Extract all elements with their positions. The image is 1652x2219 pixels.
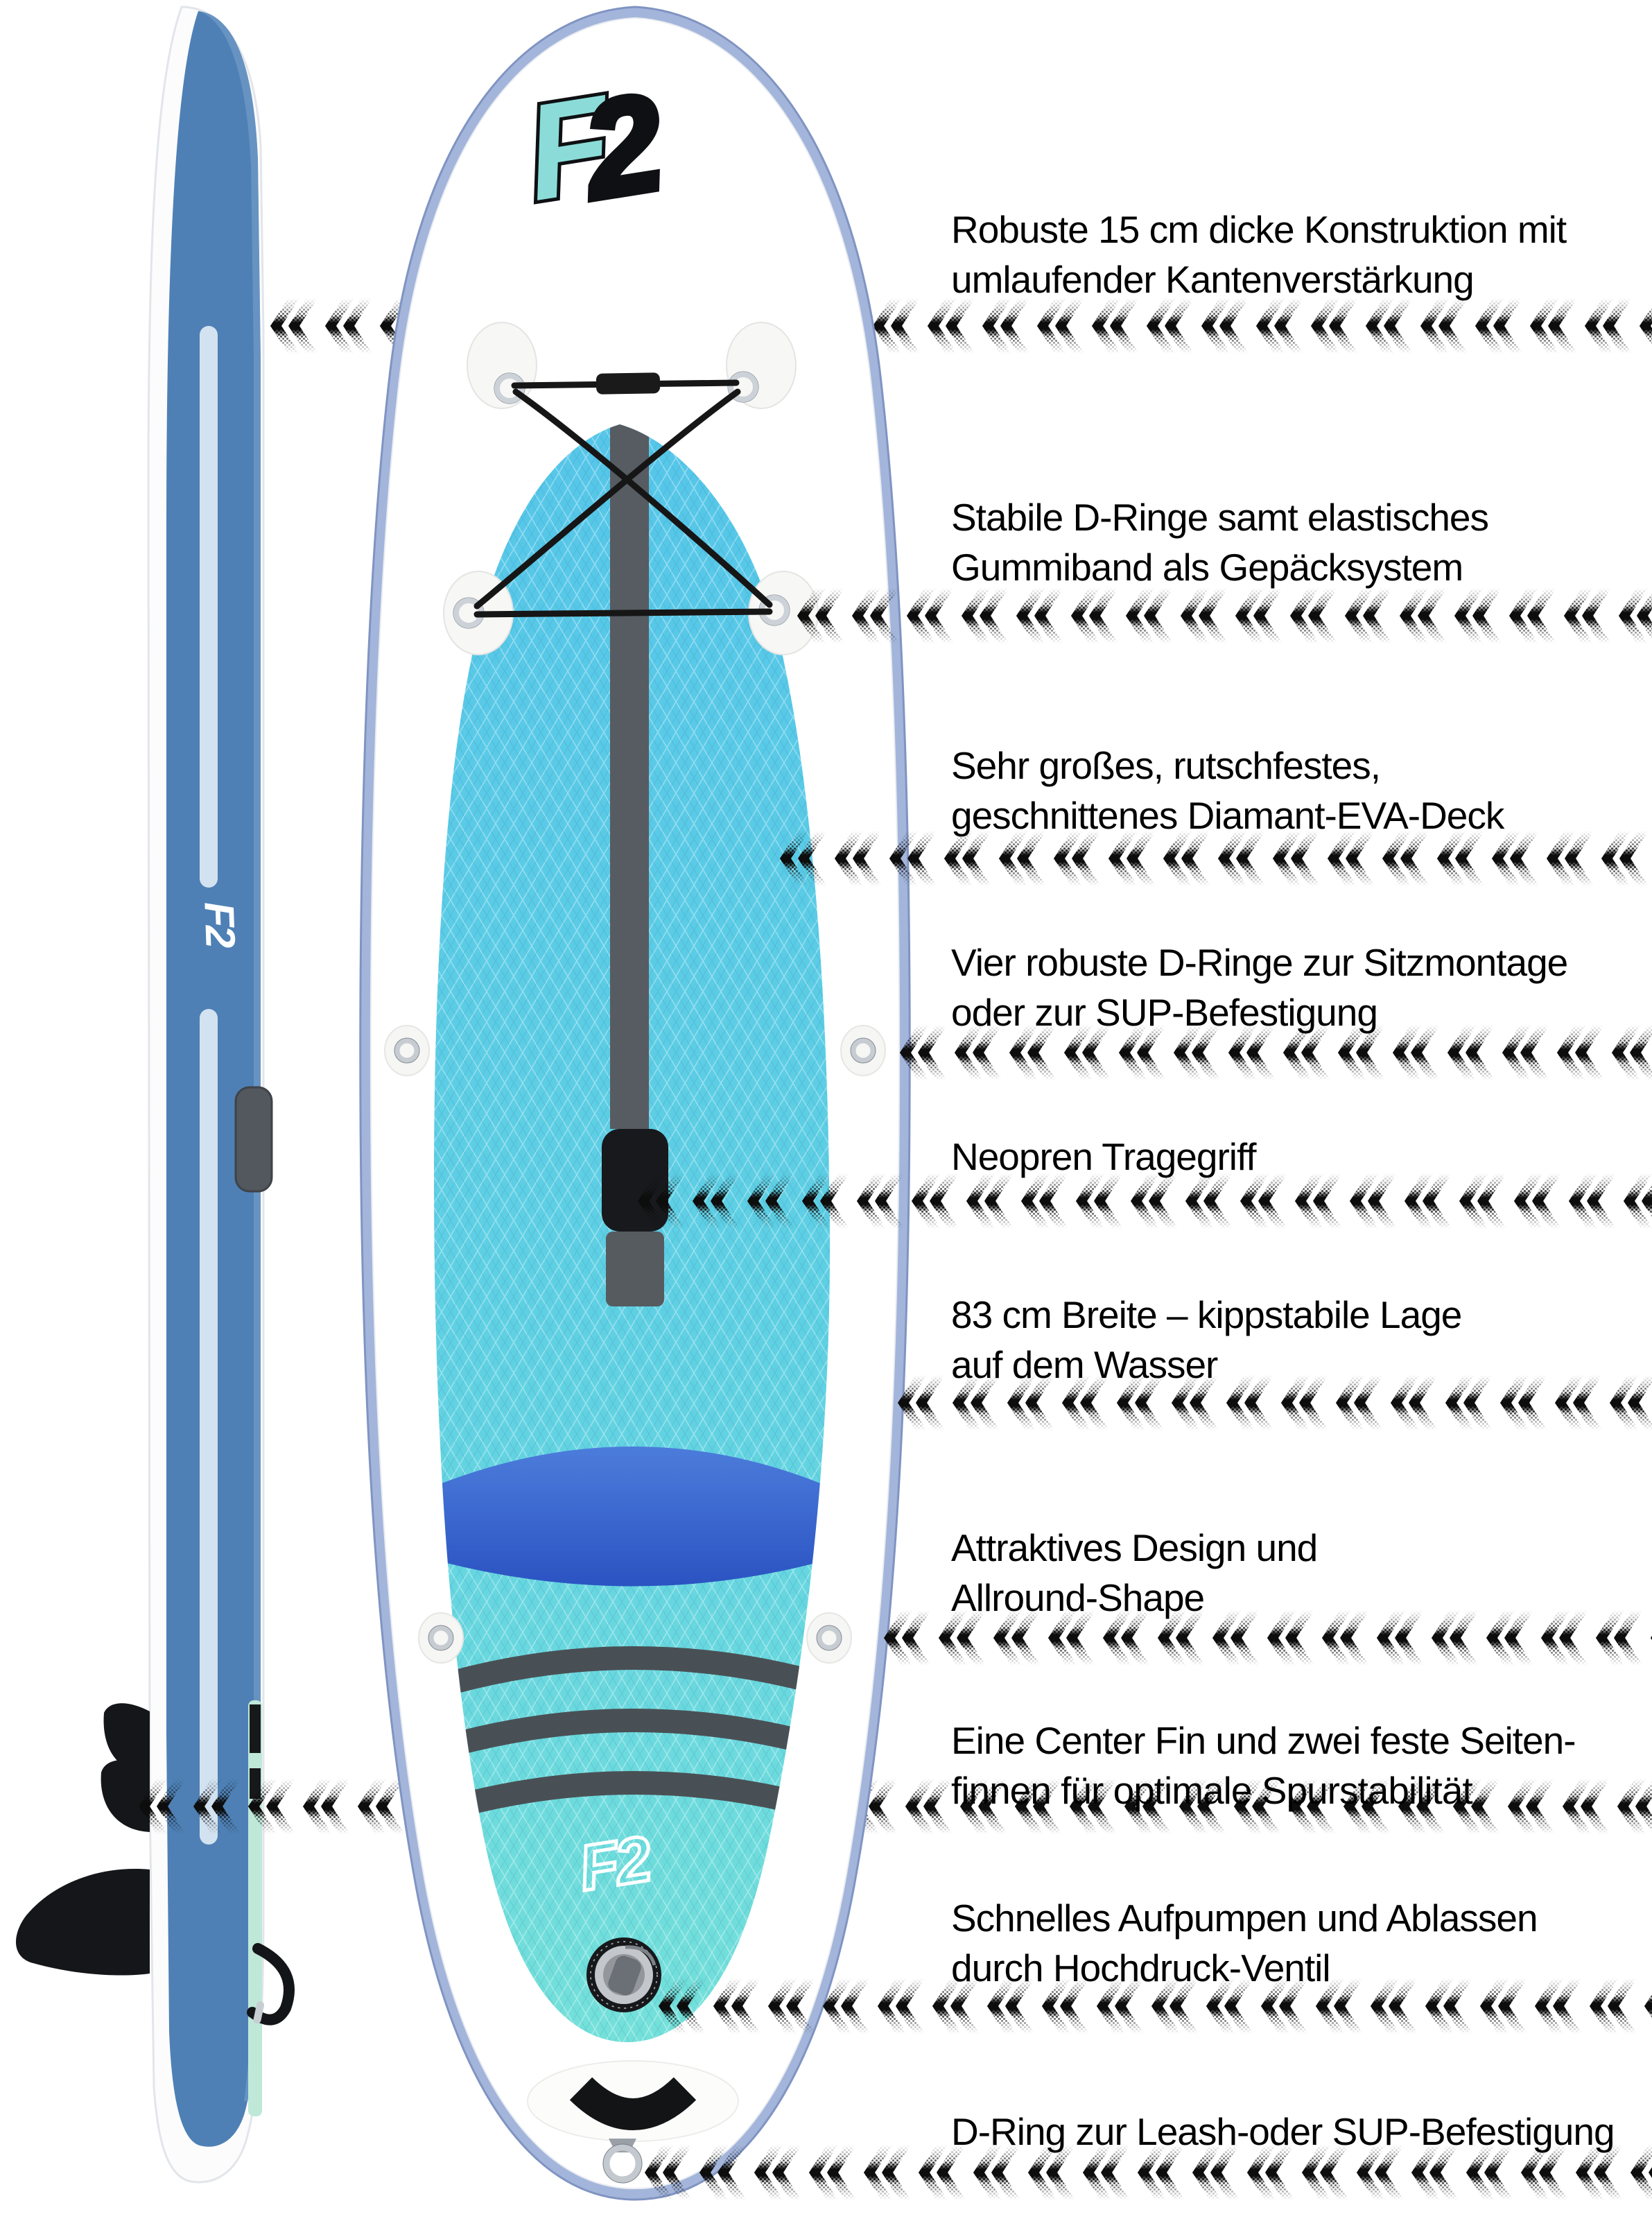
chevron-arrow-row-core [797, 588, 1652, 644]
feature-text-line: finnen für optimale Spurstabilität [951, 1769, 1473, 1812]
feature-annotation-leash-dring: D-Ring zur Leash-oder SUP-Befestigung [951, 2107, 1615, 2207]
feature-text-line: Schnelles Aufpumpen und Ablassen [951, 1897, 1538, 1940]
feature-annotation-handle: Neopren Tragegriff [951, 1132, 1257, 1232]
bungee-cord-bottom [473, 608, 773, 618]
sideview-finbox-mark-2 [250, 1768, 261, 1799]
seat-mount-drings [384, 1025, 886, 1664]
feature-annotation-construction: Robuste 15 cm dicke Konstruktion mit uml… [951, 205, 1567, 304]
bungee-buckle [595, 372, 661, 395]
feature-annotation-dring-bungee: Stabile D-Ringe samt elastisches Gummiba… [951, 492, 1489, 592]
sideview-stripe-lower [200, 1009, 218, 1845]
center-stripe [610, 424, 649, 1129]
feature-annotation-eva-deck: Sehr großes, rutschfestes, geschnittenes… [951, 741, 1504, 840]
tail-handle-strap [569, 2077, 697, 2130]
feature-text-line: Sehr großes, rutschfestes, [951, 744, 1381, 787]
sideview-tail-strap [247, 1943, 295, 2026]
d-ring [418, 1612, 464, 1664]
feature-text-line: 83 cm Breite – kippstabile Lage [951, 1293, 1462, 1336]
side-fin-small-2 [101, 1760, 150, 1832]
feature-text-line: durch Hochdruck-Ventil [951, 1946, 1331, 1989]
feature-text-line: D-Ring zur Leash-oder SUP-Befestigung [951, 2110, 1615, 2153]
feature-text-line: Allround-Shape [951, 1576, 1205, 1619]
side-fin-center [15, 1869, 150, 1976]
feature-text-line [951, 1182, 1256, 1232]
sideview-finbox-mark-1 [250, 1704, 261, 1753]
sideview-dring-pin [253, 2001, 265, 2023]
feature-text-line: Eine Center Fin und zwei feste Seiten- [951, 1719, 1576, 1762]
tail-d-ring [603, 2144, 642, 2183]
sideview-stripe-upper [200, 326, 218, 888]
feature-text-line: oder zur SUP-Befestigung [951, 991, 1378, 1034]
d-ring [840, 1025, 886, 1076]
feature-annotation-design: Attraktives Design und Allround-Shape [951, 1523, 1318, 1623]
feature-text-line: Robuste 15 cm dicke Konstruktion mit [951, 208, 1567, 251]
feature-annotation-seat-drings: Vier robuste D-Ringe zur Sitzmontage ode… [951, 938, 1568, 1037]
feature-text-line: Gummiband als Gepäcksystem [951, 546, 1463, 589]
side-fin-small-1 [103, 1703, 150, 1775]
bungee-cord-diag-2 [473, 388, 741, 610]
d-ring [728, 372, 758, 402]
tail-handle-area [527, 2060, 739, 2184]
sideview-carry-handle [234, 1086, 273, 1193]
carry-handle-base [606, 1232, 664, 1306]
bungee-cord-diag-1 [512, 388, 773, 608]
d-ring [384, 1025, 430, 1076]
feature-annotation-fins: Eine Center Fin und zwei feste Seiten- f… [951, 1716, 1576, 1815]
feature-text-line: auf dem Wasser [951, 1343, 1218, 1386]
feature-text-line: Attraktives Design und [951, 1526, 1318, 1569]
d-ring [806, 1612, 852, 1664]
feature-text-line: umlaufender Kantenverstärkung [951, 258, 1475, 301]
feature-text-line: Stabile D-Ringe samt elastisches [951, 496, 1489, 539]
feature-text-line: Neopren Tragegriff [951, 1135, 1257, 1178]
feature-text-line: geschnittenes Diamant-EVA-Deck [951, 794, 1504, 837]
high-pressure-valve [586, 1937, 661, 2012]
cargo-bungee-system [443, 322, 819, 655]
feature-text-line [951, 2157, 1615, 2207]
pad-arc-stripe-1 [434, 1646, 831, 1705]
feature-annotation-width: 83 cm Breite – kippstabile Lage auf dem … [951, 1290, 1462, 1390]
feature-text-line: Vier robuste D-Ringe zur Sitzmontage [951, 941, 1568, 984]
dring-patch [726, 322, 797, 409]
feature-annotation-valve: Schnelles Aufpumpen und Ablassen durch H… [951, 1893, 1538, 1993]
royal-blue-band [434, 1447, 831, 1587]
